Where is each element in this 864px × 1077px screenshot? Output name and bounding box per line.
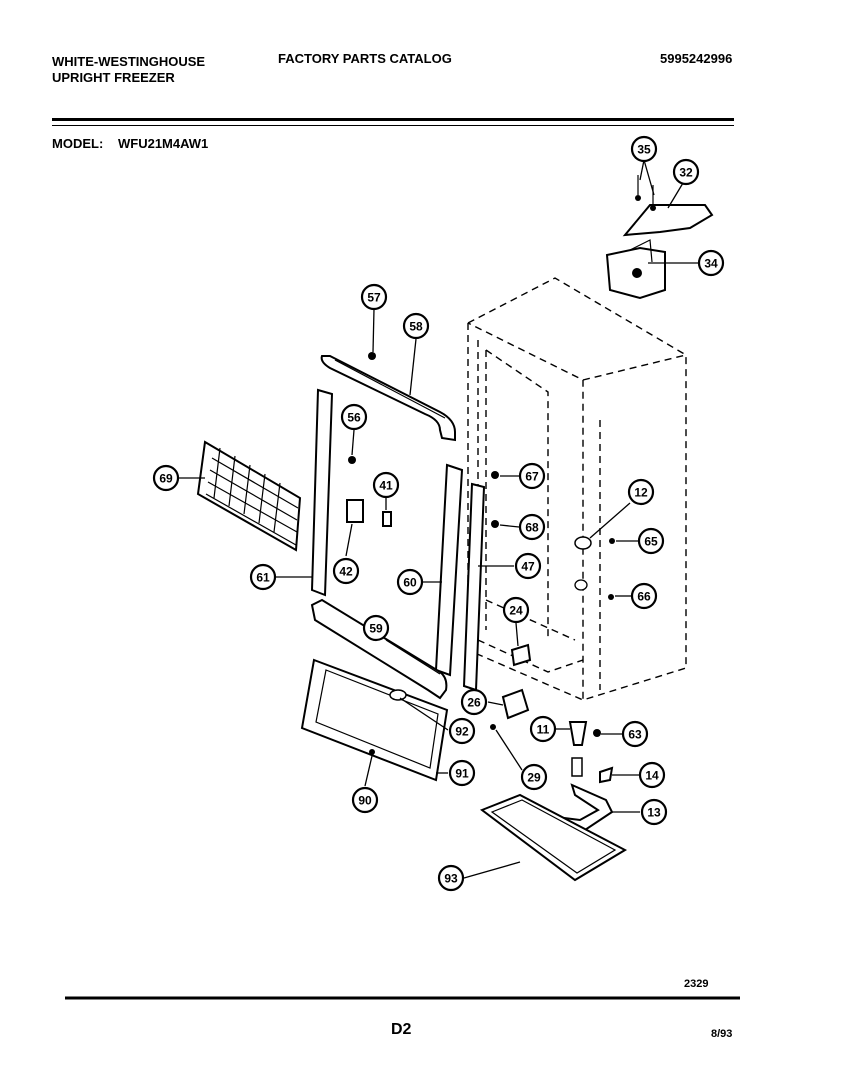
callout-66: 66: [630, 582, 658, 610]
callout-68: 68: [518, 513, 546, 541]
callout-35: 35: [630, 135, 658, 163]
callout-number: 90: [358, 794, 372, 808]
callout-92: 92: [448, 717, 476, 745]
brand-name: WHITE-WESTINGHOUSE: [52, 54, 206, 69]
callout-number: 14: [645, 769, 659, 783]
callout-34: 34: [697, 249, 725, 277]
screw-56: [348, 456, 356, 464]
callout-number: 42: [339, 565, 353, 579]
callout-number: 59: [369, 622, 383, 636]
callout-93: 93: [437, 864, 465, 892]
callout-42: 42: [332, 557, 360, 585]
callout-number: 34: [704, 257, 718, 271]
screw-57: [368, 352, 376, 360]
callout-number: 57: [367, 291, 381, 305]
screw-90: [369, 749, 375, 755]
callout-number: 65: [644, 535, 658, 549]
callout-number: 91: [455, 767, 469, 781]
callout-number: 41: [379, 479, 393, 493]
callout-number: 66: [637, 590, 651, 604]
callout-60: 60: [396, 568, 424, 596]
hinge-24: [510, 643, 532, 667]
kickplate: [300, 658, 449, 782]
right-gasket: [434, 463, 464, 677]
header-rule-thick: [52, 118, 734, 121]
callout-14: 14: [638, 761, 666, 789]
model-label: MODEL:: [52, 136, 104, 151]
door-switch: [346, 499, 364, 523]
left-gasket: [310, 388, 334, 597]
drawing-number: 2329: [684, 978, 709, 990]
callout-number: 11: [537, 723, 550, 737]
callout-61: 61: [249, 563, 277, 591]
callout-56: 56: [340, 403, 368, 431]
top-gasket: [320, 355, 456, 442]
drain-pan: [479, 793, 628, 882]
callout-number: 29: [527, 771, 541, 785]
date: 8/93: [711, 1028, 733, 1040]
callout-26: 26: [460, 688, 488, 716]
callout-32: 32: [672, 158, 700, 186]
callout-number: 68: [525, 521, 539, 535]
top-hinge-assembly: [605, 175, 714, 300]
callout-57: 57: [360, 283, 388, 311]
callout-number: 93: [444, 872, 458, 886]
callout-29: 29: [520, 763, 548, 791]
callout-number: 58: [409, 320, 423, 334]
callout-number: 24: [509, 604, 523, 618]
callout-59: 59: [362, 614, 390, 642]
catalog-title: FACTORY PARTS CATALOG: [278, 51, 452, 66]
clip-67: [491, 471, 499, 479]
drain-fitting: [568, 721, 588, 746]
callout-number: 92: [455, 725, 469, 739]
leader-lines: [178, 159, 711, 879]
callout-65: 65: [637, 527, 665, 555]
callout-number: 13: [647, 806, 661, 820]
grille: [196, 440, 302, 552]
callout-12: 12: [627, 478, 655, 506]
callout-number: 67: [525, 470, 539, 484]
callout-number: 69: [159, 472, 173, 486]
callout-number: 61: [256, 571, 270, 585]
callout-63: 63: [621, 720, 649, 748]
header-rule-thin: [52, 125, 734, 126]
callout-41: 41: [372, 471, 400, 499]
callout-90: 90: [351, 786, 379, 814]
product-type: UPRIGHT FREEZER: [52, 70, 175, 85]
page-code: D2: [391, 1021, 412, 1038]
bottom-gasket: [310, 598, 448, 700]
callout-11: 11: [529, 715, 557, 743]
catalog-number: 5995242996: [660, 51, 733, 66]
callout-13: 13: [640, 798, 668, 826]
thermostat-knob: [574, 536, 592, 550]
breaker-strip: [462, 482, 486, 692]
callout-number: 35: [637, 143, 651, 157]
callout-number: 56: [347, 411, 361, 425]
callout-number: 47: [521, 560, 535, 574]
callout-24: 24: [502, 596, 530, 624]
callout-number: 60: [403, 576, 417, 590]
hinge-26: [501, 688, 530, 720]
clip-68: [491, 520, 499, 528]
callout-number: 32: [679, 166, 693, 180]
callout-47: 47: [514, 552, 542, 580]
callout-69: 69: [152, 464, 180, 492]
callout-number: 26: [467, 696, 481, 710]
callout-number: 12: [634, 486, 648, 500]
model-number: WFU21M4AW1: [118, 136, 209, 151]
callout-number: 63: [628, 728, 642, 742]
switch-actuator: [382, 511, 392, 527]
callout-91: 91: [448, 759, 476, 787]
callout-67: 67: [518, 462, 546, 490]
callout-58: 58: [402, 312, 430, 340]
